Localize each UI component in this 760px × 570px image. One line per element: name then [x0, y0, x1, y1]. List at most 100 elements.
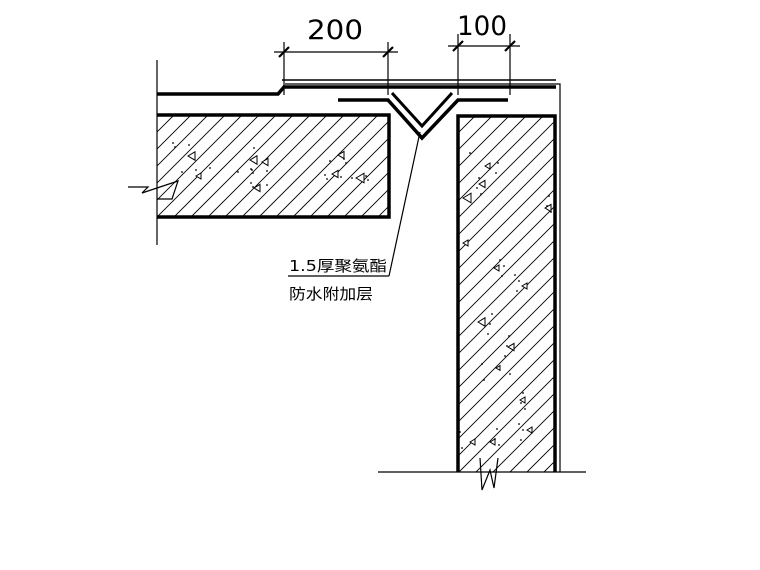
aggregate-dot — [506, 345, 508, 347]
hatch-line — [543, 460, 555, 472]
aggregate-dot — [524, 408, 526, 410]
slab-hatching — [157, 115, 531, 217]
dim-100-tick-right — [504, 40, 516, 52]
aggregate-dot — [209, 167, 211, 169]
aggregate-dot — [181, 171, 183, 173]
dimension-200 — [274, 42, 398, 95]
aggregate-dot — [522, 392, 524, 394]
aggregate-dot — [253, 147, 255, 149]
hatch-line — [157, 115, 192, 150]
aggregate-mark — [493, 264, 500, 272]
hatch-line — [207, 115, 311, 217]
aggregate-mark — [195, 172, 202, 180]
aggregate-dot — [480, 193, 482, 195]
leader-line — [388, 131, 421, 277]
aggregate-dot — [451, 204, 453, 206]
hatch-line — [475, 392, 555, 472]
aggregate-dot — [487, 333, 489, 335]
aggregate-dot — [509, 373, 511, 375]
aggregate-dot — [496, 428, 498, 430]
hatch-line — [258, 115, 362, 217]
dimension-100 — [448, 34, 520, 95]
aggregate-dot — [548, 195, 550, 197]
aggregate-dot — [469, 152, 471, 154]
hatch-line — [458, 239, 555, 338]
hatch-line — [458, 137, 555, 236]
aggregate-dot — [503, 265, 505, 267]
aggregate-dot — [252, 172, 254, 174]
hatch-line — [458, 116, 527, 185]
hatch-line — [595, 116, 760, 472]
aggregate-dot — [266, 170, 268, 172]
aggregate-dot — [345, 162, 347, 164]
hatch-line — [578, 116, 760, 472]
hatch-line — [458, 116, 459, 117]
dim-200-tick-right — [382, 46, 394, 58]
hatch-line — [612, 116, 760, 472]
hatch-line — [157, 115, 243, 201]
hatch-line — [343, 171, 389, 217]
aggregate-dot — [351, 177, 353, 179]
waterproofing-membrane — [157, 79, 561, 472]
aggregate-dot — [483, 379, 485, 381]
hatch-line — [429, 115, 531, 217]
aggregate-mark — [331, 169, 339, 179]
aggregate-dot — [481, 363, 483, 365]
aggregate-mark — [519, 396, 526, 404]
hatch-line — [157, 115, 209, 167]
hatch-line — [492, 409, 555, 472]
hatch-line — [157, 115, 158, 116]
hatch-line — [458, 324, 555, 423]
aggregate-mark — [469, 438, 476, 446]
concrete-wall — [449, 114, 760, 472]
wall-break-symbol — [479, 457, 499, 491]
wall-aggregate-marks — [449, 152, 552, 449]
hatch-line — [326, 154, 389, 217]
aggregate-dot — [497, 162, 499, 164]
hatch-line — [309, 137, 389, 217]
hatch-line — [663, 116, 760, 472]
hatch-line — [458, 273, 555, 372]
dim-100-tick-left — [452, 40, 464, 52]
hatch-line — [509, 426, 555, 472]
aggregate-dot — [508, 335, 510, 337]
dim-200-tick-left — [278, 46, 290, 58]
aggregate-dot — [522, 429, 524, 431]
aggregate-dot — [172, 142, 174, 144]
aggregate-mark — [521, 282, 528, 290]
aggregate-dot — [195, 169, 197, 171]
hatch-line — [458, 375, 555, 472]
aggregate-dot — [520, 439, 522, 441]
aggregate-dot — [504, 355, 506, 357]
hatch-line — [526, 443, 555, 472]
hatch-line — [458, 154, 555, 253]
aggregate-dot — [489, 323, 491, 325]
hatch-line — [561, 116, 760, 472]
hatch-line — [157, 115, 226, 184]
hatch-line — [395, 115, 497, 217]
hatch-line — [731, 116, 760, 472]
aggregate-mark — [337, 150, 345, 160]
aggregate-dot — [367, 179, 369, 181]
additional-layer-v-groove — [338, 98, 508, 141]
aggregate-dot — [237, 171, 239, 173]
hatch-line — [190, 115, 294, 217]
aggregate-mark — [489, 438, 496, 446]
aggregate-dot — [498, 444, 500, 446]
dimension-100-label: 100 — [457, 11, 507, 42]
hatch-line — [157, 115, 175, 133]
aggregate-dot — [174, 146, 176, 148]
aggregate-mark — [355, 172, 365, 184]
aggregate-dot — [340, 176, 342, 178]
hatch-line — [680, 116, 760, 472]
break-lines — [128, 60, 586, 491]
annotation-leader — [288, 131, 421, 277]
aggregate-mark — [478, 179, 486, 189]
hatch-line — [714, 116, 760, 472]
aggregate-dot — [546, 205, 548, 207]
aggregate-dot — [449, 188, 451, 190]
hatch-line — [157, 115, 260, 217]
hatch-line — [458, 171, 555, 270]
aggregate-dot — [518, 280, 520, 282]
